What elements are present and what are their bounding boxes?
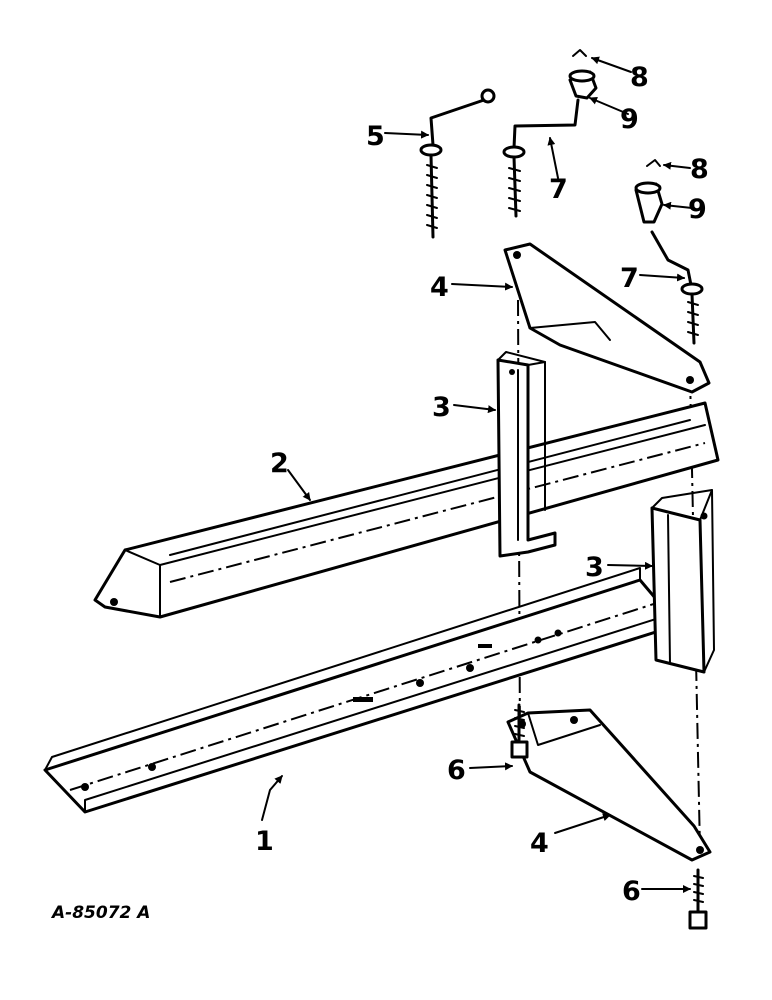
- callout-part-7-left: 7: [549, 174, 568, 205]
- part-4-upper-gusset: [503, 242, 711, 394]
- callout-part-4-upper: 4: [430, 272, 449, 303]
- part-7-left-crank-bolt: [502, 98, 580, 218]
- callout-part-6-lower: 6: [622, 876, 641, 907]
- part-2-upper-rail: [93, 401, 720, 619]
- part-7-right-crank-bolt: [650, 230, 704, 345]
- callout-part-3-lower: 3: [585, 552, 604, 583]
- callout-part-8-left: 8: [630, 62, 649, 93]
- callout-part-5: 5: [366, 121, 385, 152]
- part-8-left-pin: [572, 49, 587, 57]
- callout-labels: 1 2 3 3 4 4 5 6 6 7 7 8 8 9 9: [255, 62, 709, 907]
- part-5-clamp-bolt: [419, 88, 496, 239]
- callout-part-7-right: 7: [620, 263, 639, 294]
- part-9-right-knob: [634, 181, 664, 224]
- callout-part-3-upper: 3: [432, 392, 451, 423]
- callout-part-2: 2: [270, 448, 289, 479]
- callout-part-9-right: 9: [688, 194, 707, 225]
- part-9-left-knob: [568, 69, 598, 100]
- figure-number: A-85072 A: [50, 903, 150, 923]
- callout-part-8-right: 8: [690, 154, 709, 185]
- callout-part-9-left: 9: [620, 104, 639, 135]
- leader-lines: [261, 56, 693, 893]
- callout-part-6-upper: 6: [447, 755, 466, 786]
- part-6-lower-screw: [688, 868, 708, 930]
- part-3-upper-bracket: [496, 351, 557, 558]
- callout-part-1: 1: [255, 826, 274, 857]
- part-8-right-pin: [646, 159, 661, 167]
- callout-part-4-lower: 4: [530, 828, 549, 859]
- part-6-upper-screw: [510, 703, 529, 759]
- part-3-lower-bracket: [650, 489, 715, 674]
